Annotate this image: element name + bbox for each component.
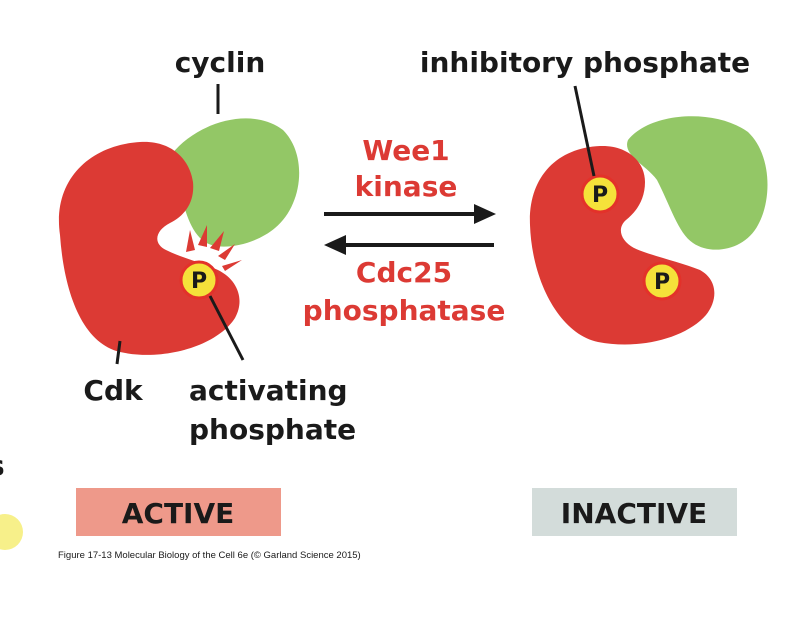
inhibitory-leader-line [573, 85, 596, 177]
cdk-label: Cdk [83, 374, 144, 407]
activating-phosphate: P [179, 260, 219, 300]
cyclin-label: cyclin [175, 46, 266, 79]
cyclin-inactive [627, 116, 768, 250]
cyclin-active [169, 118, 300, 247]
reverse-arrowhead [324, 235, 346, 255]
active-complex: P cyclin Cdk activating phosphate [58, 46, 356, 446]
active-state-box: ACTIVE [76, 488, 281, 536]
cdk-leader-line [115, 340, 122, 365]
active-state-label: ACTIVE [122, 497, 235, 530]
figure-caption: Figure 17-13 Molecular Biology of the Ce… [58, 550, 361, 561]
cropped-yellow-circle [0, 514, 23, 550]
phosphate-label: P [191, 269, 207, 294]
activating-label-line2: phosphate [189, 413, 356, 446]
kinase-label: kinase [355, 170, 458, 203]
inhibitory-label: inhibitory phosphate [420, 46, 750, 79]
cdk-active [58, 141, 240, 355]
cropped-edge-text: s [0, 449, 5, 482]
cdc25-label: Cdc25 [356, 256, 452, 289]
inactive-state-label: INACTIVE [561, 497, 707, 530]
reaction-arrows: Wee1 kinase Cdc25 phosphatase [303, 134, 506, 327]
forward-arrowhead [474, 204, 496, 224]
activating-leader-line [208, 295, 245, 361]
activating-phosphate-inactive: P [642, 261, 682, 301]
inactive-state-box: INACTIVE [532, 488, 737, 536]
inhibitory-phosphate: P [580, 174, 620, 214]
phosphate-label: P [654, 270, 670, 295]
activation-burst [186, 225, 242, 271]
inactive-complex: P P inhibitory phosphate [420, 46, 768, 345]
phosphate-label: P [592, 183, 608, 208]
phosphatase-label: phosphatase [303, 294, 506, 327]
activating-label-line1: activating [189, 374, 348, 407]
wee1-label: Wee1 [362, 134, 449, 167]
